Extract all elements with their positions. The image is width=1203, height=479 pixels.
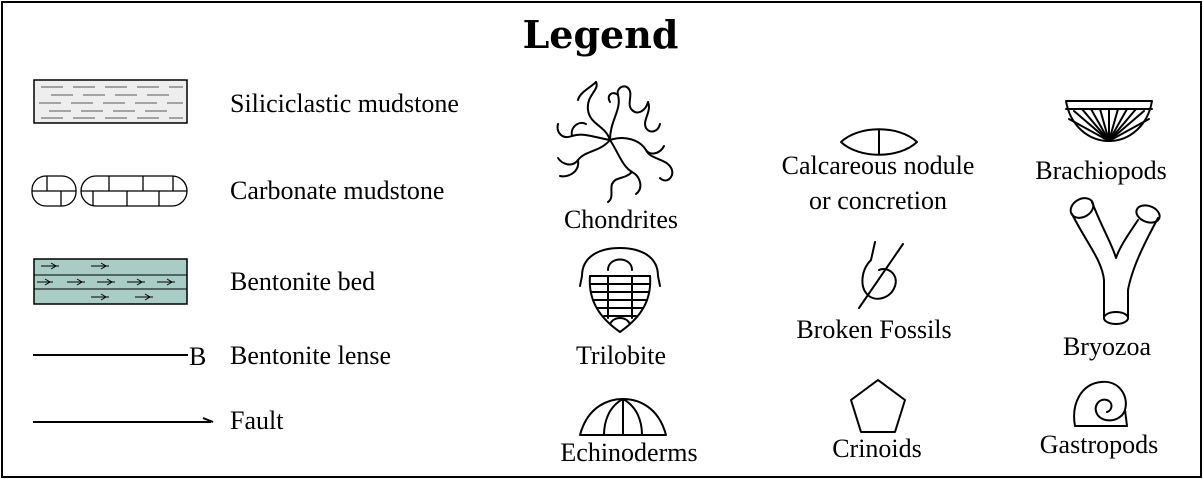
gastropods-icon xyxy=(1073,380,1129,428)
chondrites-icon xyxy=(550,80,685,205)
bentonite-lense-marker: B xyxy=(189,344,206,370)
bentonite-bed-label: Bentonite bed xyxy=(230,269,375,295)
calcareous-nodule-label-line1: Calcareous nodule xyxy=(782,153,975,179)
crinoids-label: Crinoids xyxy=(832,436,922,462)
siliciclastic-mudstone-label: Siliciclastic mudstone xyxy=(230,91,459,117)
siliciclastic-mudstone-swatch xyxy=(33,79,188,124)
bentonite-lense-label: Bentonite lense xyxy=(230,343,391,369)
brachiopods-label: Brachiopods xyxy=(1035,158,1166,184)
bryozoa-label: Bryozoa xyxy=(1063,334,1151,360)
crinoids-icon xyxy=(848,378,908,434)
bryozoa-icon xyxy=(1068,194,1163,329)
gastropods-label: Gastropods xyxy=(1040,432,1158,458)
carbonate-mudstone-label: Carbonate mudstone xyxy=(230,178,444,204)
fault-label: Fault xyxy=(230,408,283,434)
chondrites-label: Chondrites xyxy=(564,207,678,233)
echinoderms-icon xyxy=(578,397,668,437)
bentonite-bed-swatch xyxy=(33,258,188,305)
trilobite-icon xyxy=(578,246,663,336)
fault-arrow xyxy=(33,416,215,428)
calcareous-nodule-label-line2: or concretion xyxy=(809,188,947,214)
trilobite-label: Trilobite xyxy=(576,343,666,369)
legend-title: Legend xyxy=(0,12,1201,57)
broken-fossils-label: Broken Fossils xyxy=(796,317,951,343)
brachiopods-icon xyxy=(1064,95,1154,145)
carbonate-mudstone-swatch xyxy=(31,175,189,207)
bentonite-lense-line xyxy=(33,353,188,357)
echinoderms-label: Echinoderms xyxy=(560,440,697,466)
broken-fossils-icon xyxy=(857,240,907,310)
